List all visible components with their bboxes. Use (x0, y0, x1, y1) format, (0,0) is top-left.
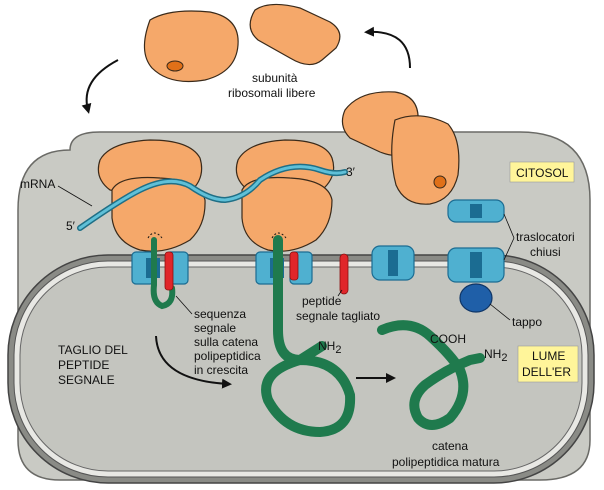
nh2-label-1: NH2 (318, 339, 341, 356)
signal-sequence-label-4: polipeptidica (194, 349, 261, 363)
cleaved-peptide-label-1: peptide (302, 294, 342, 308)
cytosol-label-box (509, 161, 575, 183)
ribosome-exit-site (166, 60, 184, 72)
free-ribosome-large-subunit (249, 3, 341, 66)
mrna-label: mRNA (20, 177, 55, 191)
closed-translocators-label-1: traslocatori (516, 230, 575, 244)
closed-translocators-label-2: chiusi (530, 245, 561, 259)
cleavage-label-1: TAGLIO DEL (58, 343, 128, 357)
mrna-strand-highlight (78, 165, 347, 230)
cleaved-signal-peptide (339, 253, 349, 295)
nh2-label-2: NH2 (484, 347, 507, 364)
cooh-label: COOH (430, 332, 466, 346)
lumen-label-box (517, 345, 579, 383)
cleaved-peptide-leader (337, 289, 343, 297)
ribosome-1-large-subunit (111, 176, 206, 252)
cytosol-label: CITOSOL (516, 166, 569, 180)
free-ribosome-small-subunit (143, 10, 239, 83)
growing-polypeptide (261, 235, 356, 437)
cleavage-label-3: SEGNALE (58, 373, 115, 387)
cleavage-arrow (155, 335, 232, 389)
lumen-label-1: LUME (532, 349, 565, 363)
lumen-label-2: DELL'ER (522, 365, 571, 379)
ribosome-exit-site-2 (433, 175, 447, 189)
plug (459, 283, 493, 313)
closed-translocator-upper (447, 199, 505, 223)
loop-dashed-1 (147, 232, 163, 239)
translocator-3-closed (371, 245, 415, 281)
signal-sequence-label-3: sulla catena (194, 335, 258, 349)
signal-sequence-1 (164, 251, 174, 291)
signal-sequence-label-1: sequenza (194, 307, 246, 321)
recycle-arrow-right (364, 26, 411, 69)
plug-label: tappo (512, 315, 542, 329)
loop-dashed-2 (271, 232, 287, 239)
ribosome-2-large-subunit (241, 176, 333, 252)
signal-sequence-label-2: segnale (194, 321, 236, 335)
closed-translocators-leader-2 (503, 237, 515, 261)
mature-polypeptide (377, 320, 485, 430)
free-subunits-label-1: subunità (252, 71, 298, 85)
signal-sequence-leader (175, 295, 193, 315)
cleaved-peptide-label-2: segnale tagliato (296, 309, 380, 323)
nascent-chain-1 (150, 237, 176, 310)
dissociating-ribosome-small (391, 115, 460, 205)
signal-sequence-label-5: in crescita (194, 363, 248, 377)
mature-chain-label-1: catena (432, 439, 468, 453)
three-prime-label: 3′ (346, 165, 356, 179)
mature-chain-label-2: polipeptidica matura (392, 455, 500, 469)
five-prime-label: 5′ (66, 219, 76, 233)
mrna-label-leader (57, 185, 93, 207)
free-subunits-label-2: ribosomali libere (228, 86, 316, 100)
closed-translocators-leader (503, 213, 515, 239)
cleavage-label-2: PEPTIDE (58, 358, 109, 372)
plug-leader (489, 303, 511, 321)
signal-sequence-2 (289, 251, 299, 281)
closed-translocator-lower (447, 247, 505, 283)
recycle-arrow-left (81, 59, 119, 114)
